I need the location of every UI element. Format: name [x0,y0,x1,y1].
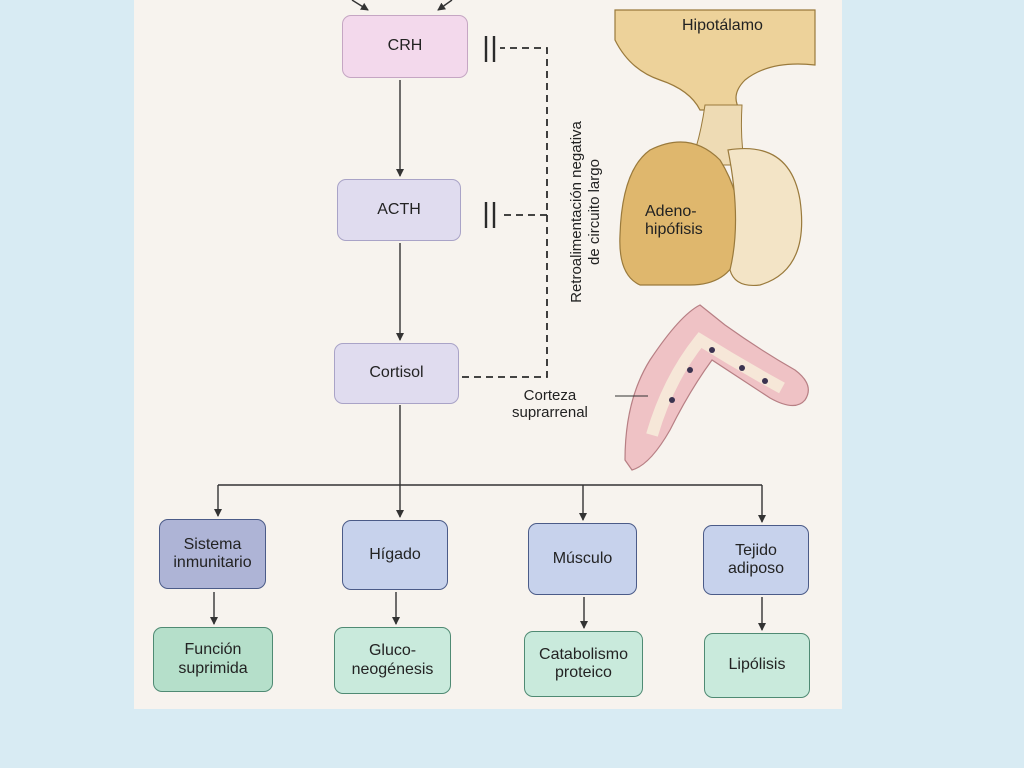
pituitary-illustration [614,9,816,287]
gluco-line2: neogénesis [351,660,434,678]
negative-feedback-loop [462,47,548,378]
sistema-line1: Sistema [183,535,242,553]
corteza-line1: Corteza [523,387,577,404]
corteza-suprarrenal-label: Corteza suprarrenal [512,387,588,422]
incoming-arrow-left [351,0,369,11]
higado-box: Hígado [342,520,448,590]
hipotalamo-label: Hipotálamo [682,17,763,35]
tejido-line1: Tejido [735,541,777,559]
catab-line2: proteico [555,664,612,681]
feedback-line1: Retroalimentación negativa [568,121,585,303]
adrenal-illustration [624,304,809,471]
lipolisis-label: Lipólisis [728,656,786,674]
corteza-line2: suprarrenal [512,404,588,422]
gluco-line1: Gluco- [368,642,417,660]
adeno-line2: hipófisis [645,221,703,239]
higado-label: Hígado [369,545,421,563]
cortisol-label: Cortisol [369,364,424,382]
inhibition-symbol-acth [484,202,496,228]
adenohipofisis-label: Adeno- hipófisis [645,203,703,240]
crh-label: CRH [387,37,423,55]
hipotalamo-text: Hipotálamo [682,17,763,34]
acth-label: ACTH [377,200,421,218]
inhibition-symbol-crh [484,36,496,62]
cortisol-box: Cortisol [334,343,459,404]
feedback-line2: de circuito largo [586,159,603,265]
tejido-line2: adiposo [727,560,785,577]
adeno-line1: Adeno- [645,203,697,220]
catab-line1: Catabolismo [539,645,628,663]
crh-box: CRH [342,15,468,78]
acth-box: ACTH [337,179,461,241]
funcion-line1: Función [184,641,242,659]
musculo-box: Músculo [528,523,637,595]
sistema-line2: inmunitario [173,554,252,571]
funcion-line2: suprimida [178,659,248,677]
gluconeogenesis-box: Gluco-neogénesis [334,627,451,694]
musculo-label: Músculo [552,549,613,567]
incoming-arrow-right [437,0,453,11]
lipolisis-box: Lipólisis [704,633,810,698]
